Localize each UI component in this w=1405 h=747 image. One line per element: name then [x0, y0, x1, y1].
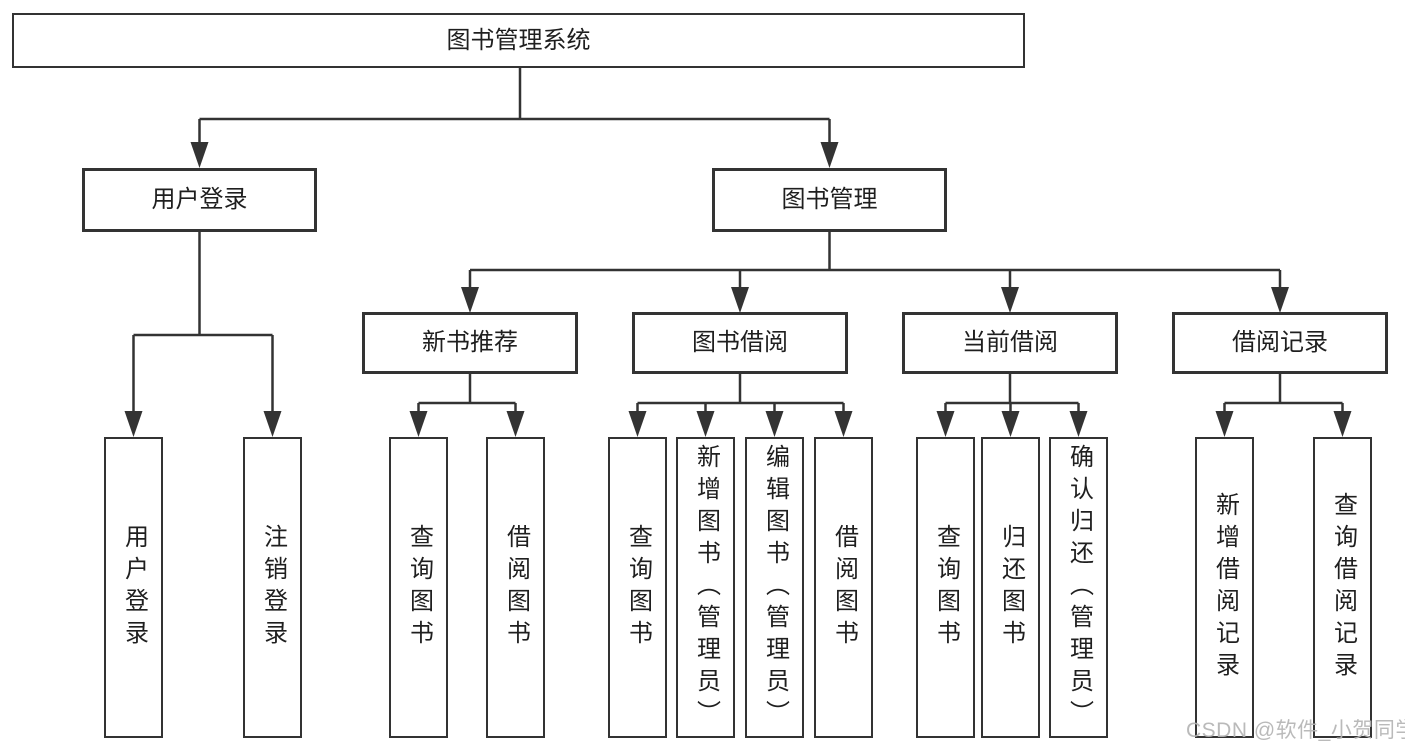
arrow-down-icon	[834, 411, 853, 437]
arrow-down-icon	[1001, 287, 1019, 313]
arrow-down-icon	[1271, 287, 1289, 313]
node-user-login: 用户登录	[82, 168, 317, 232]
node-label: 借阅图书	[830, 523, 858, 652]
arrow-down-icon	[1333, 411, 1352, 437]
arrow-down-icon	[1069, 411, 1088, 437]
node-label: 归还图书	[997, 523, 1025, 652]
arrow-down-icon	[190, 142, 209, 168]
node-label: 图书借阅	[692, 329, 788, 356]
arrow-down-icon	[409, 411, 428, 437]
connector-book-management-to-level3	[468, 232, 1282, 288]
connector-paths	[132, 68, 1344, 412]
node-label: 确认归还（管理员）	[1065, 443, 1093, 732]
leaf-query-books-current: 查询图书	[916, 437, 975, 738]
connector-book-borrow-to-children	[636, 374, 845, 412]
node-label: 当前借阅	[962, 329, 1058, 356]
leaf-query-books-recommend: 查询图书	[389, 437, 448, 738]
leaf-confirm-return-admin: 确认归还（管理员）	[1049, 437, 1108, 738]
arrowheads	[124, 142, 1352, 437]
node-library-management-system: 图书管理系统	[12, 13, 1025, 68]
node-label: 新书推荐	[422, 329, 518, 356]
leaf-borrow-books-recommend: 借阅图书	[486, 437, 545, 738]
node-book-management: 图书管理	[712, 168, 947, 232]
connector-new-book-recommend-to-children	[417, 374, 517, 412]
arrow-down-icon	[1215, 411, 1234, 437]
node-label: 查询借阅记录	[1329, 491, 1357, 684]
arrow-down-icon	[461, 287, 479, 313]
leaf-return-book: 归还图书	[981, 437, 1040, 738]
arrow-down-icon	[628, 411, 647, 437]
leaf-edit-book-admin: 编辑图书（管理员）	[745, 437, 804, 738]
arrow-down-icon	[506, 411, 525, 437]
arrow-down-icon	[124, 411, 143, 437]
node-label: 注销登录	[259, 523, 287, 652]
node-label: 借阅图书	[502, 523, 530, 652]
node-label: 编辑图书（管理员）	[761, 443, 789, 732]
arrow-down-icon	[263, 411, 282, 437]
node-current-borrow: 当前借阅	[902, 312, 1118, 374]
leaf-logout: 注销登录	[243, 437, 302, 738]
connector-user-login-to-children	[132, 232, 274, 412]
leaf-add-borrow-record: 新增借阅记录	[1195, 437, 1254, 738]
node-new-book-recommend: 新书推荐	[362, 312, 578, 374]
leaf-user-login: 用户登录	[104, 437, 163, 738]
arrow-down-icon	[936, 411, 955, 437]
arrow-down-icon	[696, 411, 715, 437]
leaf-query-books-borrow: 查询图书	[608, 437, 667, 738]
node-label: 新增借阅记录	[1211, 491, 1239, 684]
arrow-down-icon	[820, 142, 839, 168]
node-label: 图书管理	[781, 186, 878, 213]
node-book-borrow: 图书借阅	[632, 312, 848, 374]
node-label: 用户登录	[120, 523, 148, 652]
arrow-down-icon	[765, 411, 784, 437]
leaf-add-book-admin: 新增图书（管理员）	[676, 437, 735, 738]
connector-current-borrow-to-children	[944, 374, 1080, 412]
node-label: 查询图书	[405, 523, 433, 652]
node-borrow-records: 借阅记录	[1172, 312, 1388, 374]
node-label: 用户登录	[151, 186, 248, 213]
node-label: 查询图书	[932, 523, 960, 652]
watermark: CSDN @软件_小贺同学	[1186, 719, 1405, 742]
leaf-query-borrow-record: 查询借阅记录	[1313, 437, 1372, 738]
connector-root-to-level2	[198, 68, 831, 143]
node-label: 图书管理系统	[446, 26, 591, 54]
leaf-borrow-books: 借阅图书	[814, 437, 873, 738]
arrow-down-icon	[731, 287, 749, 313]
connector-borrow-records-to-children	[1223, 374, 1344, 412]
node-label: 借阅记录	[1232, 329, 1328, 356]
node-label: 新增图书（管理员）	[692, 443, 720, 732]
arrow-down-icon	[1001, 411, 1020, 437]
node-label: 查询图书	[624, 523, 652, 652]
